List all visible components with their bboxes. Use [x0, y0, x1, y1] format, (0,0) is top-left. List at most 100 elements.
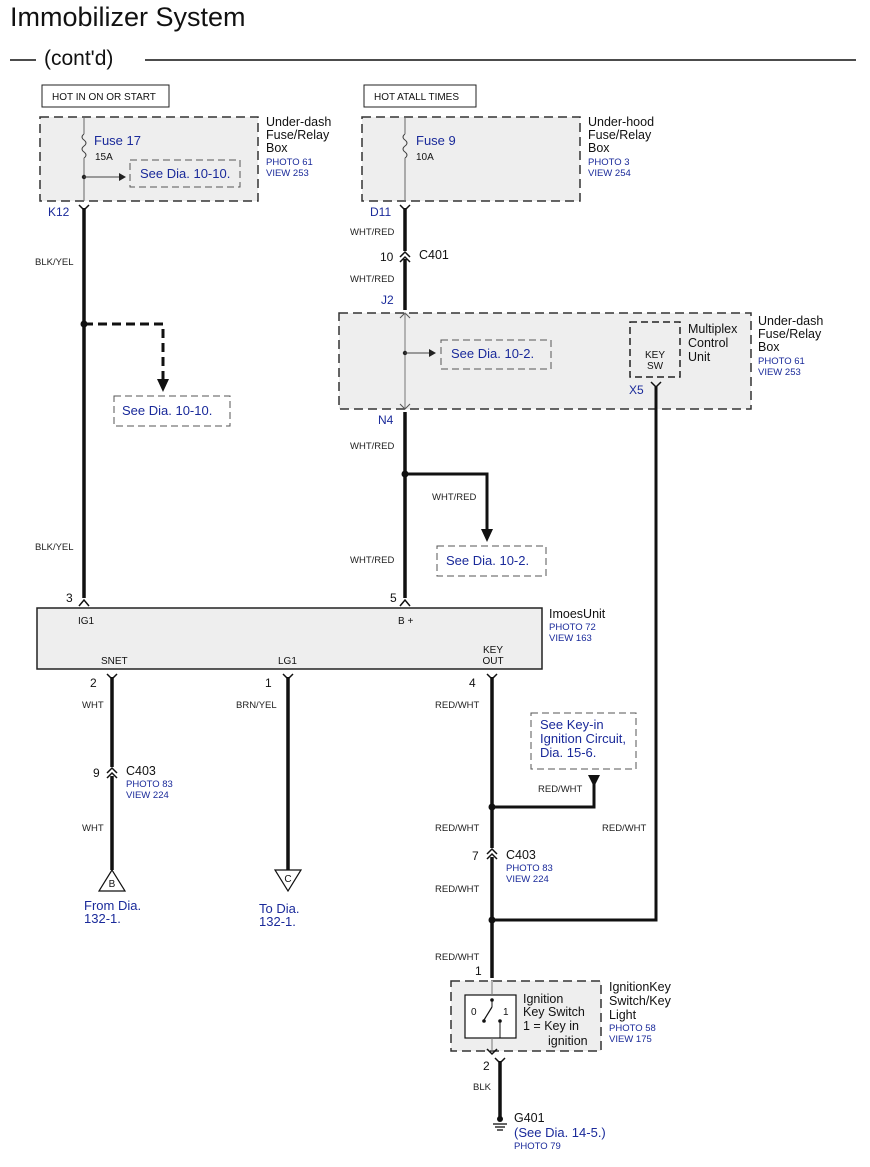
wire-label-red-wht-4: RED/WHT — [435, 884, 480, 895]
key-sw-box — [629, 321, 681, 378]
pin-num-3: 3 — [66, 591, 73, 605]
wire-label-red-wht-3: RED/WHT — [435, 823, 480, 834]
ign-inner-1: Ignition — [523, 992, 563, 1006]
ign-pin-2: 2 — [483, 1059, 490, 1073]
to-dia-132-1[interactable]: To Dia. — [259, 901, 299, 916]
wire-wht — [106, 673, 118, 870]
see-key-in-box[interactable]: See Key-in Ignition Circuit, Dia. 15-6. — [530, 712, 637, 770]
wire-label-red-wht-5: RED/WHT — [435, 952, 480, 963]
fusebox-left-name-2: Fuse/Relay — [266, 128, 330, 142]
ign-switch-name-2: Switch/Key — [609, 994, 672, 1008]
imoes-view[interactable]: VIEW 163 — [549, 633, 592, 644]
fuse-9-label: Fuse 9 — [416, 133, 456, 148]
from-dia-132-1-line2[interactable]: 132-1. — [84, 911, 121, 926]
wire-label-red-wht-1: RED/WHT — [435, 700, 480, 711]
ign-inner-4: ignition — [548, 1034, 588, 1048]
fusebox-left-photo[interactable]: PHOTO 61 — [266, 157, 313, 168]
ign-switch-view[interactable]: VIEW 175 — [609, 1034, 652, 1045]
connector-c403-left: C403 — [126, 764, 156, 778]
c403-right-photo[interactable]: PHOTO 83 — [506, 863, 553, 874]
mcu-box-name-1: Under-dash — [758, 314, 823, 328]
offpage-connector-c[interactable]: C — [273, 869, 303, 893]
ignition-key-switch: 0 1 Ignition Key Switch 1 = Key in ignit… — [450, 979, 602, 1056]
fuse-9-amp: 10A — [416, 152, 434, 163]
ground-photo[interactable]: PHOTO 79 — [514, 1141, 561, 1152]
see-dia-10-2-inner[interactable]: See Dia. 10-2. — [451, 346, 534, 361]
ign-inner-2: Key Switch — [523, 1005, 585, 1019]
mcu-box-view[interactable]: VIEW 253 — [758, 367, 801, 378]
svg-text:See Dia. 10-2.: See Dia. 10-2. — [446, 553, 529, 568]
wire-wht-red — [399, 204, 493, 607]
svg-text:Dia. 15-6.: Dia. 15-6. — [540, 745, 596, 760]
ground-g401: G401 — [514, 1111, 545, 1125]
pin-num-5: 5 — [390, 591, 397, 605]
fusebox-left-view[interactable]: VIEW 253 — [266, 168, 309, 179]
mcu-name-1: Multiplex — [688, 322, 738, 336]
pin-name-out: OUT — [482, 656, 503, 667]
ign-switch-photo[interactable]: PHOTO 58 — [609, 1023, 656, 1034]
fusebox-right-name-2: Fuse/Relay — [588, 128, 652, 142]
fusebox-right-view[interactable]: VIEW 254 — [588, 168, 631, 179]
ign-switch-name-3: Light — [609, 1008, 637, 1022]
svg-text:See Dia. 10-10.: See Dia. 10-10. — [122, 403, 212, 418]
pin-num-2: 2 — [90, 676, 97, 690]
wire-label-blk-yel-1: BLK/YEL — [35, 257, 74, 268]
wire-label-wht-red-1: WHT/RED — [350, 227, 394, 238]
wire-label-blk-yel-2: BLK/YEL — [35, 542, 74, 553]
fusebox-right-name-1: Under-hood — [588, 115, 654, 129]
fuse-17-amp: 15A — [95, 152, 113, 163]
wire-red-wht — [486, 673, 600, 978]
underdash-fuse-box-mcu: See Dia. 10-2. KEY SW Multiplex Control … — [338, 312, 752, 410]
wire-brn-yel — [282, 673, 294, 870]
pin-num-1: 1 — [265, 676, 272, 690]
pin-name-snet: SNET — [101, 656, 128, 667]
mcu-name-3: Unit — [688, 350, 711, 364]
c403-left-view[interactable]: VIEW 224 — [126, 790, 169, 801]
wire-blk — [494, 1057, 506, 1117]
see-dia-14-5[interactable]: (See Dia. 14-5.) — [514, 1125, 606, 1140]
svg-text:HOT IN ON OR START: HOT IN ON OR START — [52, 92, 156, 103]
terminal-x5: X5 — [629, 383, 644, 397]
fuse-17-label: Fuse 17 — [94, 133, 141, 148]
svg-text:B: B — [109, 879, 116, 890]
c403-left-photo[interactable]: PHOTO 83 — [126, 779, 173, 790]
pin-num-4: 4 — [469, 676, 476, 690]
mcu-box-name-2: Fuse/Relay — [758, 327, 822, 341]
ground-icon — [493, 1116, 507, 1131]
wire-label-wht-red-2: WHT/RED — [350, 274, 394, 285]
underhood-fuse-box: Fuse 9 10A — [361, 116, 581, 202]
svg-text:See Key-in: See Key-in — [540, 717, 604, 732]
c403-right-view[interactable]: VIEW 224 — [506, 874, 549, 885]
c401-pin: 10 — [380, 250, 394, 264]
wire-label-wht-red-3: WHT/RED — [350, 441, 394, 452]
switch-pos-1: 1 — [503, 1007, 509, 1018]
switch-pos-0: 0 — [471, 1007, 477, 1018]
see-dia-10-10-inner[interactable]: See Dia. 10-10. — [140, 166, 230, 181]
to-dia-132-1-line2[interactable]: 132-1. — [259, 914, 296, 929]
svg-text:Ignition Circuit,: Ignition Circuit, — [540, 731, 626, 746]
offpage-connector-b[interactable]: B — [97, 868, 127, 892]
switch-contact-icon — [483, 1006, 493, 1021]
see-dia-10-10-box[interactable]: See Dia. 10-10. — [113, 395, 231, 427]
wire-label-wht-1: WHT — [82, 700, 104, 711]
from-dia-132-1[interactable]: From Dia. — [84, 898, 141, 913]
terminal-n4: N4 — [378, 413, 394, 427]
fusebox-right-photo[interactable]: PHOTO 3 — [588, 157, 630, 168]
fusebox-left-name-1: Under-dash — [266, 115, 331, 129]
mcu-box-name-3: Box — [758, 340, 780, 354]
wire-blk-yel — [78, 204, 169, 607]
power-label-right: HOT ATALL TIMES — [363, 84, 477, 108]
svg-text:C: C — [284, 874, 291, 885]
see-dia-10-2-box[interactable]: See Dia. 10-2. — [436, 545, 547, 577]
imoes-photo[interactable]: PHOTO 72 — [549, 622, 596, 633]
wire-label-brn-yel: BRN/YEL — [236, 700, 277, 711]
ign-switch-name-1: IgnitionKey — [609, 980, 672, 994]
page-subtitle: (cont'd) — [44, 47, 114, 70]
wire-label-wht-red-4: WHT/RED — [432, 492, 476, 503]
key-sw-label-2: SW — [647, 361, 664, 372]
terminal-d11: D11 — [370, 205, 391, 219]
imoes-unit-name: ImoesUnit — [549, 607, 606, 621]
mcu-box-photo[interactable]: PHOTO 61 — [758, 356, 805, 367]
pin-name-lg1: LG1 — [278, 656, 297, 667]
wire-label-red-wht-x5: RED/WHT — [602, 823, 647, 834]
